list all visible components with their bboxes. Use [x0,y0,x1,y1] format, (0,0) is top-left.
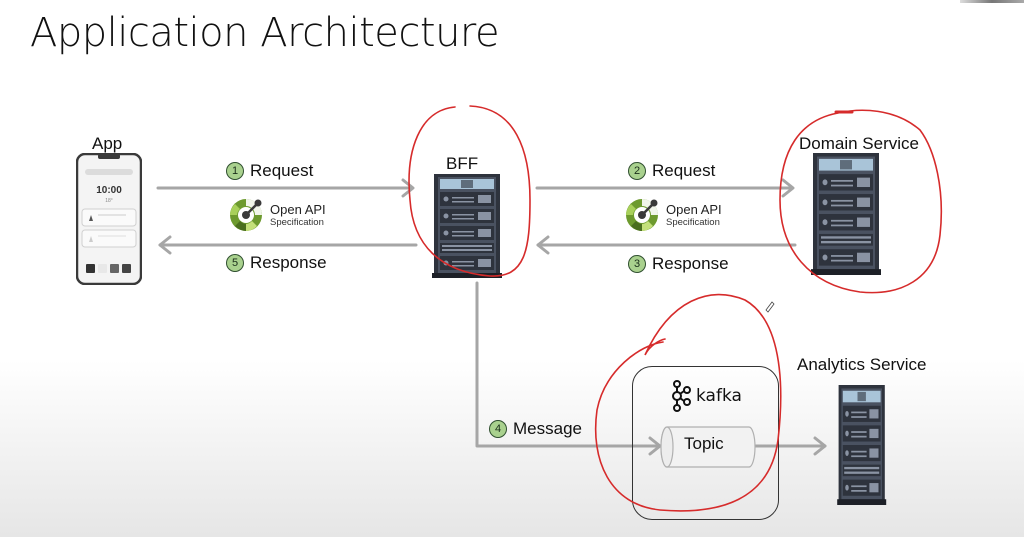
step-badge: 2 [628,162,646,180]
topic-cylinder [660,426,756,468]
arrowhead [813,436,827,456]
kafka-cluster-box [632,366,779,520]
topic-label: Topic [684,434,724,453]
arrowhead [536,235,550,255]
phone-date: 18° [105,198,113,204]
step-badge: 1 [226,162,244,180]
edge-label-message-4: 4 Message [489,419,582,439]
arrowhead [158,235,172,255]
domain-service-label: Domain Service [799,134,919,153]
annotation-circle-bff [408,105,531,277]
step-badge: 4 [489,420,507,438]
pen-cursor-icon [765,301,775,313]
arrow-bff-to-topic [475,281,662,448]
edge-text: Request [250,161,314,180]
openapi-subtitle: Specification [666,216,720,228]
edge-label-response-5: 5 Response [226,253,327,273]
app-label: App [92,134,123,153]
annotation-circle-domain [779,109,943,294]
openapi-icon [230,199,262,231]
bff-label: BFF [446,154,479,173]
phone-time: 10:00 [96,185,122,196]
edge-text: Response [652,254,729,273]
smartphone-icon: 10:00 18° [76,153,142,285]
kafka-icon [672,380,691,412]
kafka-logo: kafka [670,380,742,412]
openapi-text: Open API Specification [270,202,326,229]
arrowhead [401,178,415,198]
video-progress-bar [960,0,1024,3]
edge-label-request-1: 1 Request [226,161,313,181]
edge-label-request-2: 2 Request [628,161,715,181]
arrowhead [781,178,795,198]
step-badge: 3 [628,255,646,273]
openapi-badge-left: Open API Specification [228,197,326,233]
edge-text: Response [250,253,327,272]
edge-text: Message [513,419,582,438]
page-title: Application Architecture [30,10,500,56]
openapi-text: Open API Specification [666,202,722,229]
openapi-icon [626,199,658,231]
analytics-service-label: Analytics Service [797,355,927,374]
openapi-badge-right: Open API Specification [624,197,722,233]
kafka-label: kafka [696,386,742,406]
edge-text: Request [652,161,716,180]
openapi-title: Open API [666,201,722,217]
annotation-circle-kafka [594,293,782,512]
edge-label-response-3: 3 Response [628,254,729,274]
arrowhead [648,436,662,456]
openapi-subtitle: Specification [270,216,324,228]
step-badge: 5 [226,254,244,272]
openapi-title: Open API [270,201,326,217]
